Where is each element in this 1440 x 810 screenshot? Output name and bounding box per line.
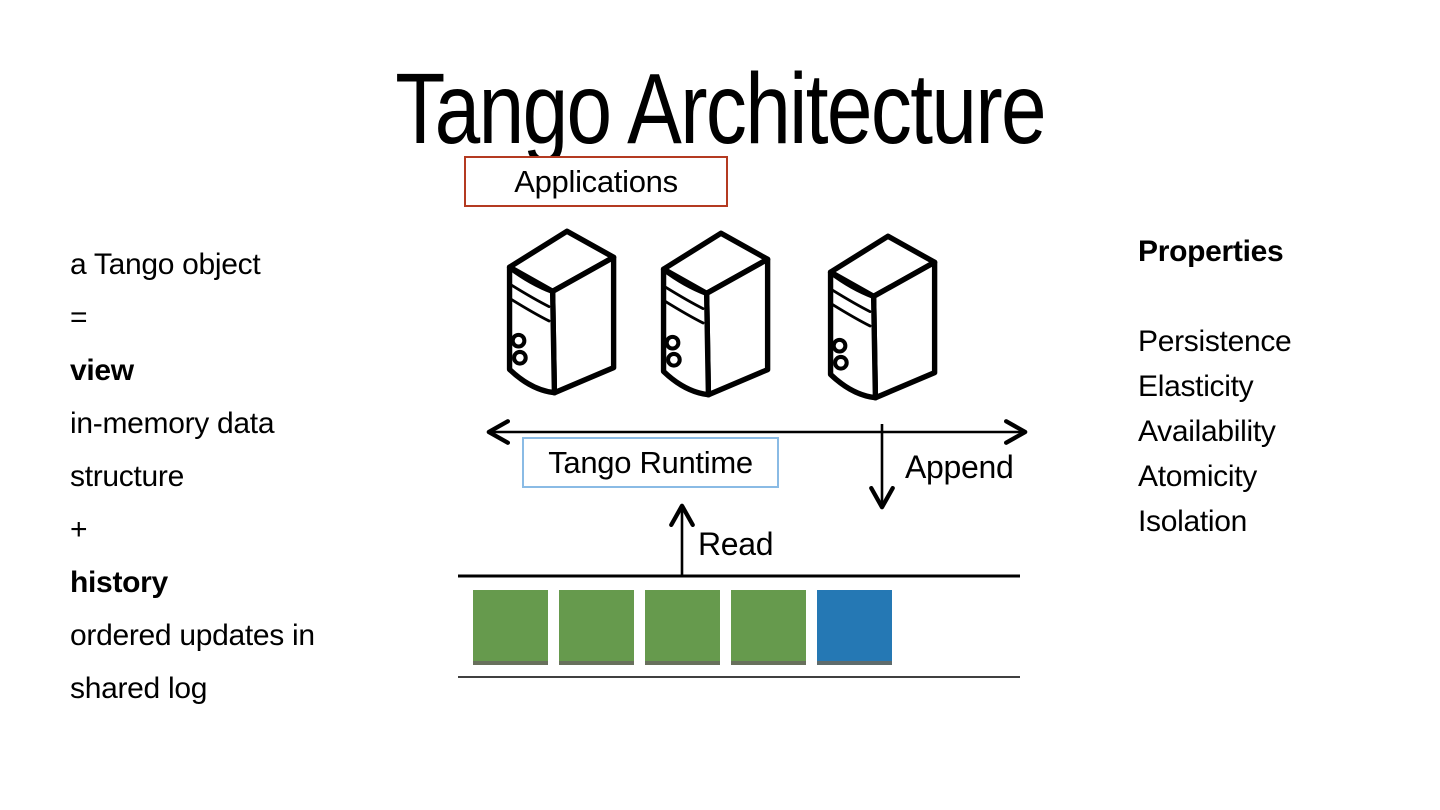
properties-item: Availability [1138,415,1276,448]
properties-item: Atomicity [1138,460,1257,493]
log-segment-green [473,590,548,665]
left-note-line: a Tango object [70,248,261,281]
properties-item: Persistence [1138,325,1292,358]
append-label: Append [905,449,1014,485]
log-segment-green [559,590,634,665]
left-note-line: structure [70,460,185,493]
page-title-text: Tango Architecture [395,53,1046,165]
server-tower-icon [660,230,771,398]
applications-box: Applications [464,156,728,207]
log-segment-green [731,590,806,665]
shared-log-segments [473,590,892,665]
application-servers [497,215,957,411]
properties-items: Persistence Elasticity Availability Atom… [1138,319,1292,544]
server-tower-icon [827,233,938,401]
tango-runtime-label: Tango Runtime [548,444,753,480]
applications-label: Applications [514,163,678,199]
left-note: a Tango object = view in-memory data str… [70,238,315,715]
tango-runtime-box: Tango Runtime [522,437,779,488]
read-label: Read [698,526,774,562]
left-note-line: history [70,566,168,599]
left-note-line: in-memory data [70,407,275,440]
left-note-line: view [70,354,134,387]
left-note-line: + [70,513,88,546]
log-segment-green [645,590,720,665]
properties-item: Isolation [1138,505,1248,538]
left-note-line: shared log [70,672,208,705]
log-segment-blue [817,590,892,665]
properties-panel: Properties Persistence Elasticity Availa… [1138,229,1292,544]
properties-item: Elasticity [1138,370,1254,403]
page-title: Tango Architecture [0,50,1440,168]
left-note-line: ordered updates in [70,619,315,652]
server-tower-icon [506,228,617,396]
properties-heading: Properties [1138,235,1284,268]
left-note-line: = [70,301,88,334]
